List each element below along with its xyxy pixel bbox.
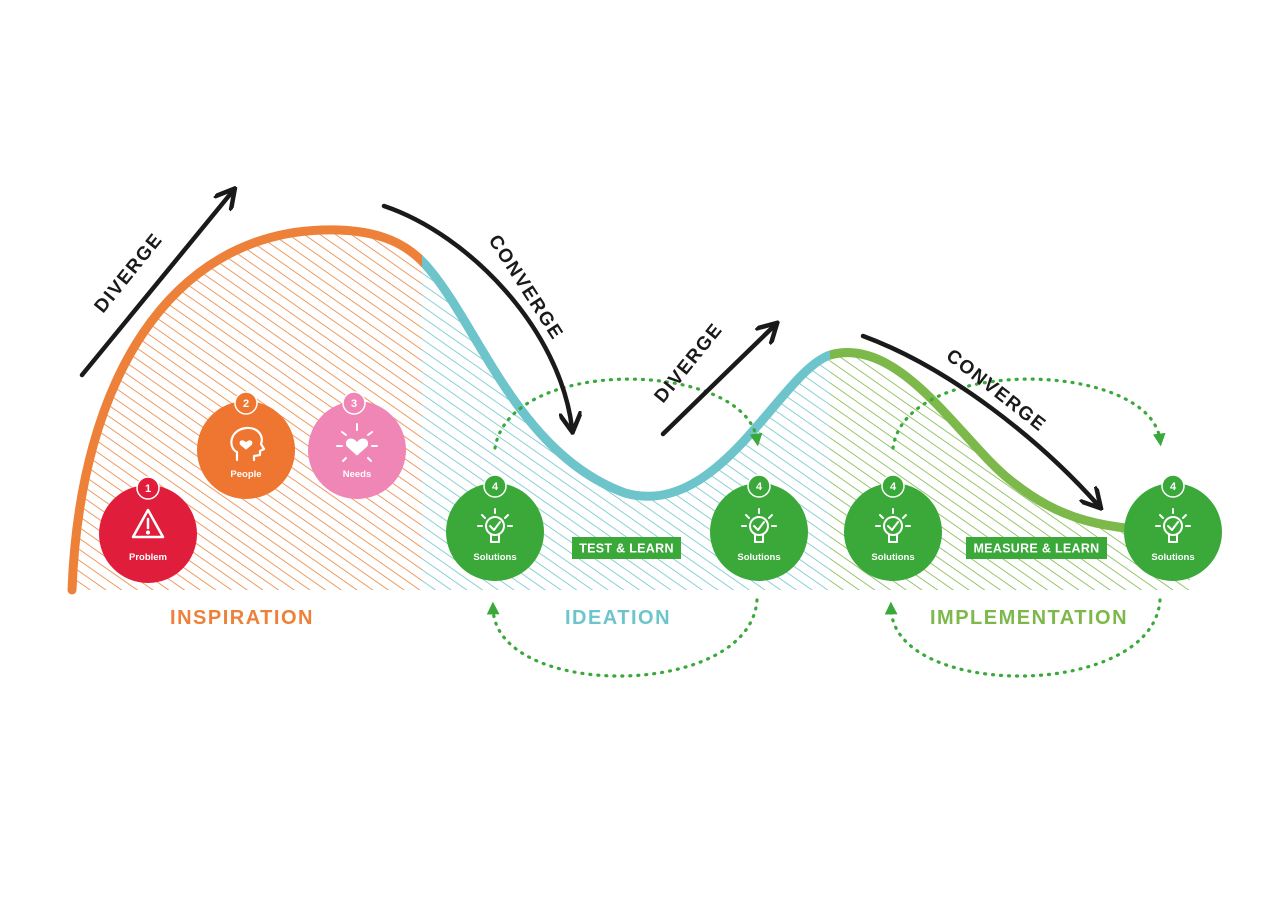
inspiration-label: INSPIRATION [170, 607, 314, 629]
needs-number: 3 [351, 398, 357, 410]
diverge-arrow-1 [79, 192, 232, 378]
converge-arrow-1 [381, 203, 572, 428]
problem-number: 1 [145, 483, 151, 495]
solutions-number-4: 4 [1170, 481, 1177, 493]
warning-icon [131, 508, 165, 539]
feedback-loops [486, 377, 1166, 678]
implementation-label: IMPLEMENTATION [930, 607, 1128, 629]
people-number: 2 [243, 398, 249, 410]
heart-burst-icon [336, 423, 378, 462]
people-node: 2 People [197, 391, 295, 499]
problem-node: 1 Problem [99, 476, 197, 583]
lightbulb-check-icon [741, 508, 777, 543]
needs-node: 3 Needs [308, 391, 406, 499]
test-learn-tag: TEST & LEARN [572, 537, 681, 559]
solutions-label-4: Solutions [1151, 552, 1194, 563]
solutions-label-3: Solutions [871, 552, 914, 563]
solutions-label-2: Solutions [737, 552, 780, 563]
converge-arrow-2 [860, 333, 1098, 505]
solutions-label-1: Solutions [473, 552, 516, 563]
measure-learn-text: MEASURE & LEARN [973, 542, 1099, 556]
solutions-number-1: 4 [492, 481, 499, 493]
problem-label: Problem [129, 552, 167, 563]
solutions-node-4: 4 Solutions [1124, 474, 1222, 581]
people-label: People [230, 469, 261, 480]
process-curve [67, 225, 1195, 595]
solutions-node-1: 4 Solutions [446, 474, 544, 581]
solutions-node-3: 4 Solutions [844, 474, 942, 581]
ideation-label: IDEATION [565, 607, 671, 629]
implementation-loop-bottom [884, 598, 1162, 678]
converge-label-1: CONVERGE [484, 231, 567, 344]
ideation-loop-bottom [486, 598, 759, 678]
test-learn-text: TEST & LEARN [579, 542, 674, 556]
needs-label: Needs [343, 469, 372, 480]
solutions-number-2: 4 [756, 481, 763, 493]
diverge-label-2: DIVERGE [651, 319, 728, 407]
solutions-node-2: 4 Solutions [710, 474, 808, 581]
lightbulb-check-icon [875, 508, 911, 543]
measure-learn-tag: MEASURE & LEARN [966, 537, 1107, 559]
solutions-number-3: 4 [890, 481, 897, 493]
ideation-loop-top [493, 377, 763, 450]
diverge-arrow-2 [660, 326, 774, 437]
diverge-label-1: DIVERGE [91, 229, 168, 317]
lightbulb-check-icon [1155, 508, 1191, 543]
lightbulb-check-icon [477, 508, 513, 543]
implementation-loop-top [891, 377, 1166, 450]
direction-arrows [79, 192, 1098, 505]
head-heart-icon [230, 426, 266, 462]
